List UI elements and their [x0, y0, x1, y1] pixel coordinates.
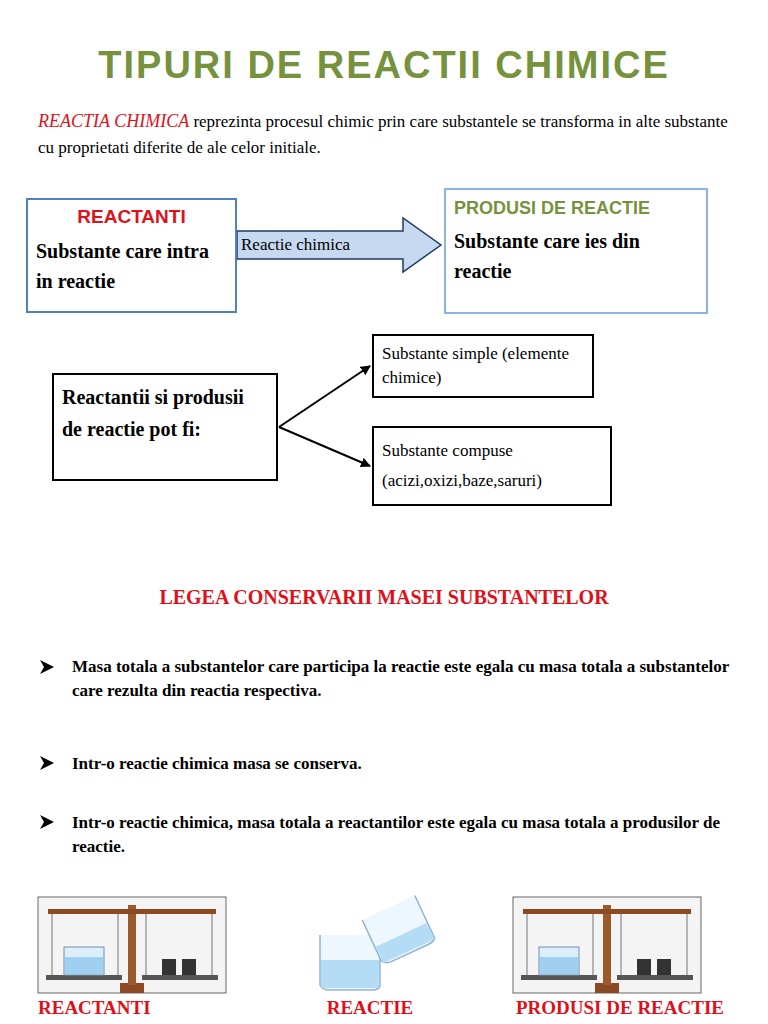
node-box: Substante compuse (acizi,oxizi,baze,saru… — [372, 426, 612, 506]
bullet-arrows — [40, 660, 54, 829]
bullet-text: Intr-o reactie chimica masa se conserva. — [72, 752, 732, 776]
block-arrow — [237, 218, 441, 272]
image-caption: REACTIE — [300, 997, 440, 1019]
box-text: Reactantii si produsii de reactie pot fi… — [62, 381, 268, 445]
arrow-label: Reactie chimica — [241, 235, 350, 255]
box-text: Substante simple (elemente chimice) — [382, 342, 584, 390]
term: REACTIA CHIMICA — [38, 111, 189, 131]
bullet-text: Masa totala a substantelor care particip… — [72, 655, 732, 703]
box-text: Substante compuse (acizi,oxizi,baze,saru… — [382, 436, 602, 496]
section-heading: LEGEA CONSERVARII MASEI SUBSTANTELOR — [0, 586, 768, 609]
box-heading: REACTANTI — [36, 206, 227, 228]
bullet-text: Intr-o reactie chimica, masa totala a re… — [72, 811, 732, 859]
node-box: PRODUSI DE REACTIE Substante care ies din… — [444, 188, 708, 314]
node-box: REACTANTI Substante care intra in reactie — [26, 198, 237, 313]
box-text: Substante care ies din reactie — [454, 226, 698, 286]
box-heading: PRODUSI DE REACTIE — [454, 196, 698, 220]
beakers — [320, 896, 436, 990]
node-box: Substante simple (elemente chimice) — [372, 334, 594, 398]
node-box: Reactantii si produsii de reactie pot fi… — [52, 373, 278, 481]
image-caption: PRODUSI DE REACTIE — [480, 997, 760, 1019]
connector-arrow — [279, 366, 370, 427]
connector-arrow — [279, 427, 370, 466]
intro-paragraph: REACTIA CHIMICA reprezinta procesul chim… — [38, 108, 738, 161]
image-caption: REACTANTI — [38, 997, 228, 1019]
page-title: TIPURI DE REACTII CHIMICE — [0, 44, 768, 87]
box-text: Substante care intra in reactie — [36, 236, 227, 296]
